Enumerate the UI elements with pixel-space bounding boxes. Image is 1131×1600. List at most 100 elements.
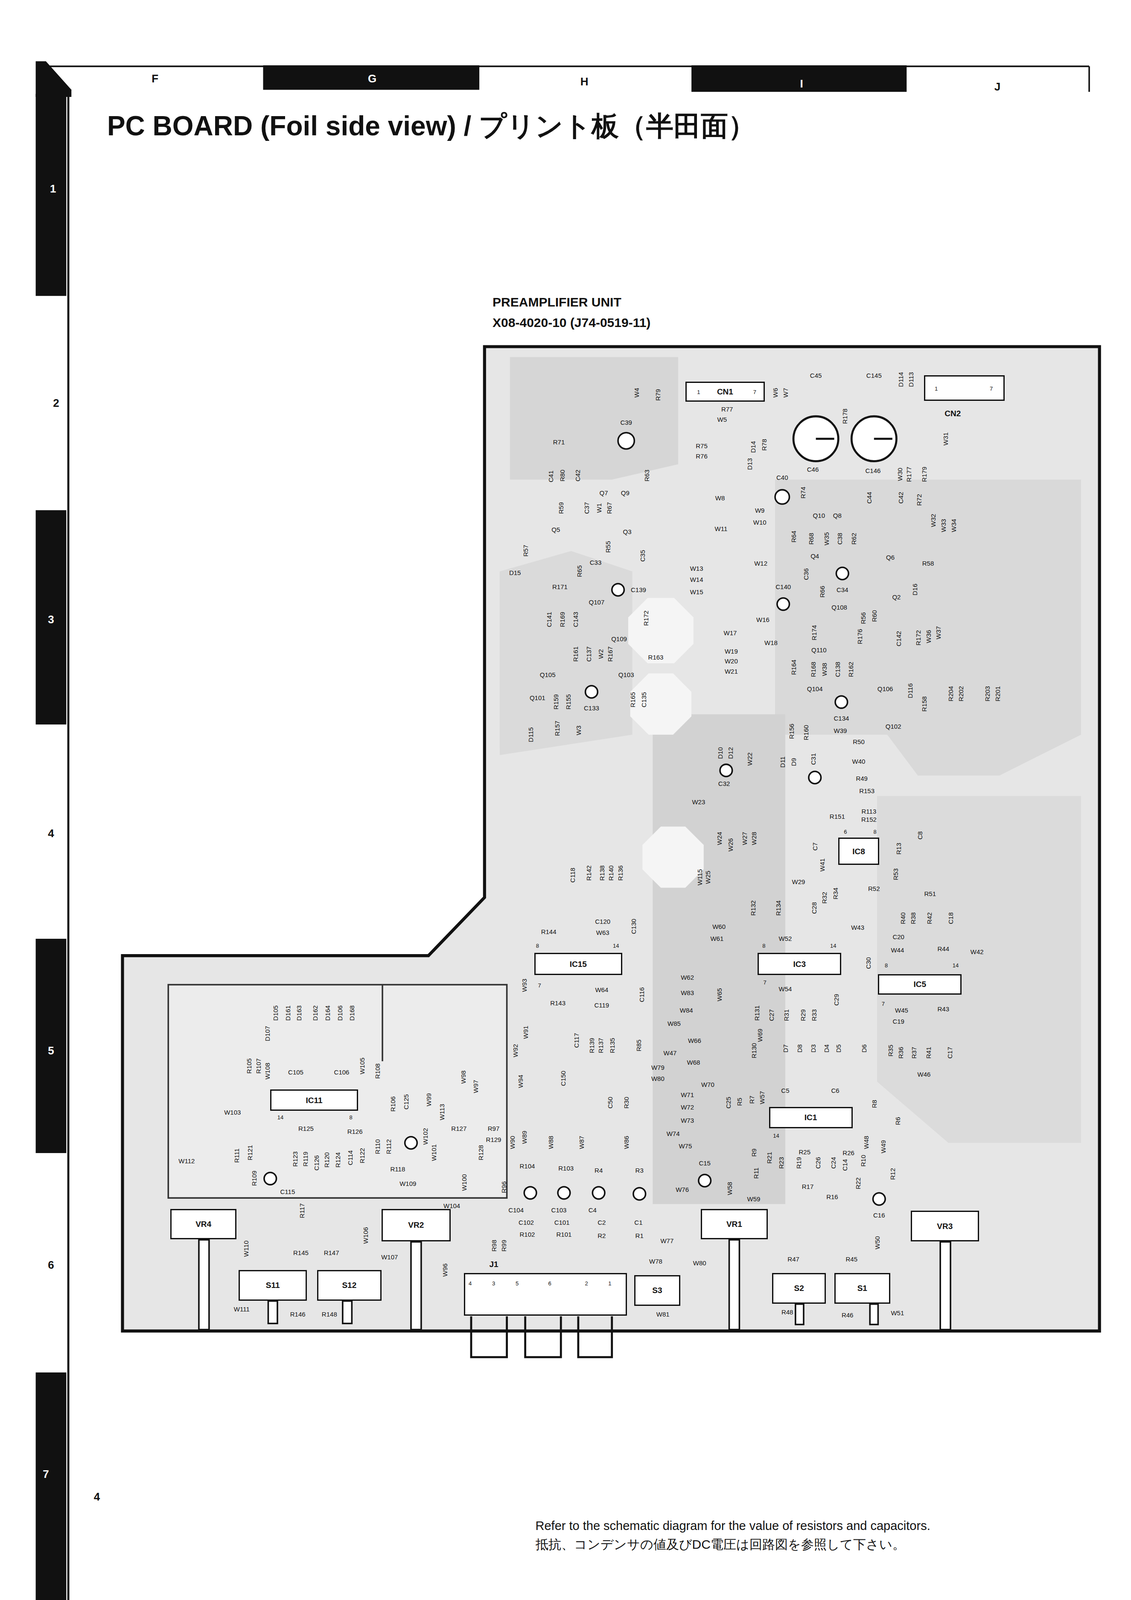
pin-number: 14 — [830, 942, 837, 949]
component-ref: C20 — [892, 932, 905, 940]
component-ref: D161 — [284, 1005, 291, 1021]
component-ref: R101 — [556, 1230, 572, 1238]
component-ref: C141 — [545, 611, 552, 627]
component-ref: W20 — [724, 657, 738, 665]
pin-number: 14 — [952, 961, 959, 968]
component-ref: R120 — [323, 1151, 330, 1168]
component-ref: W104 — [443, 1202, 461, 1209]
component-ref: R129 — [486, 1136, 502, 1143]
component-ref: R137 — [597, 1037, 604, 1053]
component-ref: W9 — [754, 506, 765, 514]
component-ref: R75 — [695, 442, 708, 449]
board-heading: PREAMPLIFIER UNIT — [492, 295, 622, 309]
component-ref: D15 — [509, 568, 522, 576]
component-ref: Q2 — [891, 593, 901, 600]
component-ref: C50 — [606, 1096, 613, 1109]
capacitor-circle — [617, 432, 635, 449]
grid-marker: J — [994, 81, 1001, 93]
switch-tab — [795, 1303, 804, 1325]
page-title: PC BOARD (Foil side view) / プリント板（半田面） — [107, 112, 756, 140]
component-ref: D3 — [809, 1044, 817, 1053]
capacitor-circle — [557, 1186, 571, 1199]
pin-number: 8 — [873, 828, 877, 834]
component-ref: D162 — [311, 1005, 319, 1021]
component-ref: C139 — [630, 586, 647, 593]
component-ref: R46 — [841, 1311, 854, 1318]
component-ref: R38 — [909, 912, 916, 925]
component-ref: Q8 — [833, 511, 842, 519]
component-ref: C29 — [833, 993, 840, 1006]
component-ref: W99 — [425, 1092, 432, 1106]
pin-number: 7 — [753, 388, 757, 395]
component-ref: C19 — [892, 1017, 905, 1024]
component-ref: W16 — [756, 615, 770, 623]
capacitor-circle — [612, 583, 625, 596]
component-ref: W84 — [679, 1006, 694, 1013]
component-ref: R51 — [924, 890, 937, 897]
component-ref: C38 — [836, 532, 843, 545]
component-ref: R104 — [519, 1162, 535, 1169]
board-clearing — [642, 826, 704, 888]
component-ref: C118 — [568, 867, 576, 883]
grid-marker: 1 — [49, 183, 56, 195]
row-bar — [35, 1372, 67, 1600]
component-ref: C30 — [864, 956, 872, 969]
component-ref: C130 — [629, 918, 637, 934]
component-ref: W107 — [381, 1253, 398, 1260]
component-ref: W108 — [264, 1062, 271, 1079]
component-ref: W65 — [715, 987, 723, 1001]
component-ref: W13 — [690, 565, 704, 572]
component-ref: W43 — [851, 924, 865, 931]
pin-number: 14 — [612, 942, 619, 949]
component-ref: R117 — [298, 1203, 306, 1219]
component-ref: W98 — [459, 1070, 467, 1084]
component-ref: W12 — [754, 559, 768, 567]
component-ref: C115 — [280, 1188, 296, 1195]
component-ref: R172 — [642, 610, 649, 626]
component-ref: C143 — [571, 611, 579, 627]
component-ref: D107 — [264, 1025, 271, 1041]
component-ref: R169 — [558, 611, 566, 627]
component-ref: Q110 — [811, 646, 827, 653]
component-ref: D113 — [907, 372, 914, 388]
component-ref: R134 — [775, 900, 782, 916]
component-ref: R60 — [870, 610, 878, 623]
component-ref: R143 — [550, 999, 566, 1006]
component-ref: W8 — [715, 494, 726, 502]
component-ref: R16 — [826, 1192, 839, 1200]
component-ref: W62 — [680, 973, 694, 981]
component-ref: R148 — [321, 1310, 338, 1317]
part-name: IC5 — [913, 979, 927, 989]
component-ref: R123 — [291, 1151, 298, 1167]
component-ref: C40 — [776, 474, 789, 481]
part-name: VR3 — [936, 1221, 953, 1231]
component-ref: R36 — [897, 1046, 904, 1059]
pin-number: 8 — [349, 1113, 353, 1120]
component-ref: W81 — [656, 1310, 670, 1317]
component-ref: R201 — [994, 685, 1001, 702]
component-ref: W60 — [712, 922, 726, 930]
component-ref: W52 — [778, 935, 792, 942]
component-ref: W71 — [680, 1091, 694, 1098]
part-name: VR2 — [408, 1220, 424, 1229]
component-ref: Q107 — [588, 598, 605, 605]
jack-tab — [471, 1315, 508, 1357]
component-box: S3 — [634, 1274, 681, 1306]
component-ref: R77 — [721, 405, 734, 413]
component-ref: C7 — [811, 842, 819, 851]
component-ref: C137 — [585, 646, 592, 662]
component-ref: C114 — [346, 1150, 353, 1166]
frame-tick — [1088, 66, 1091, 92]
component-ref: R57 — [521, 545, 529, 557]
component-ref: C39 — [620, 419, 633, 426]
component-ref: R144 — [541, 927, 557, 935]
component-ref: D13 — [746, 457, 753, 470]
electrolytic-capacitor — [793, 416, 839, 461]
component-box: S1 — [834, 1272, 891, 1304]
sub-board-divider — [381, 984, 384, 1062]
component-ref: Q109 — [611, 635, 627, 642]
component-ref: C34 — [836, 586, 849, 593]
component-ref: W63 — [596, 929, 610, 936]
